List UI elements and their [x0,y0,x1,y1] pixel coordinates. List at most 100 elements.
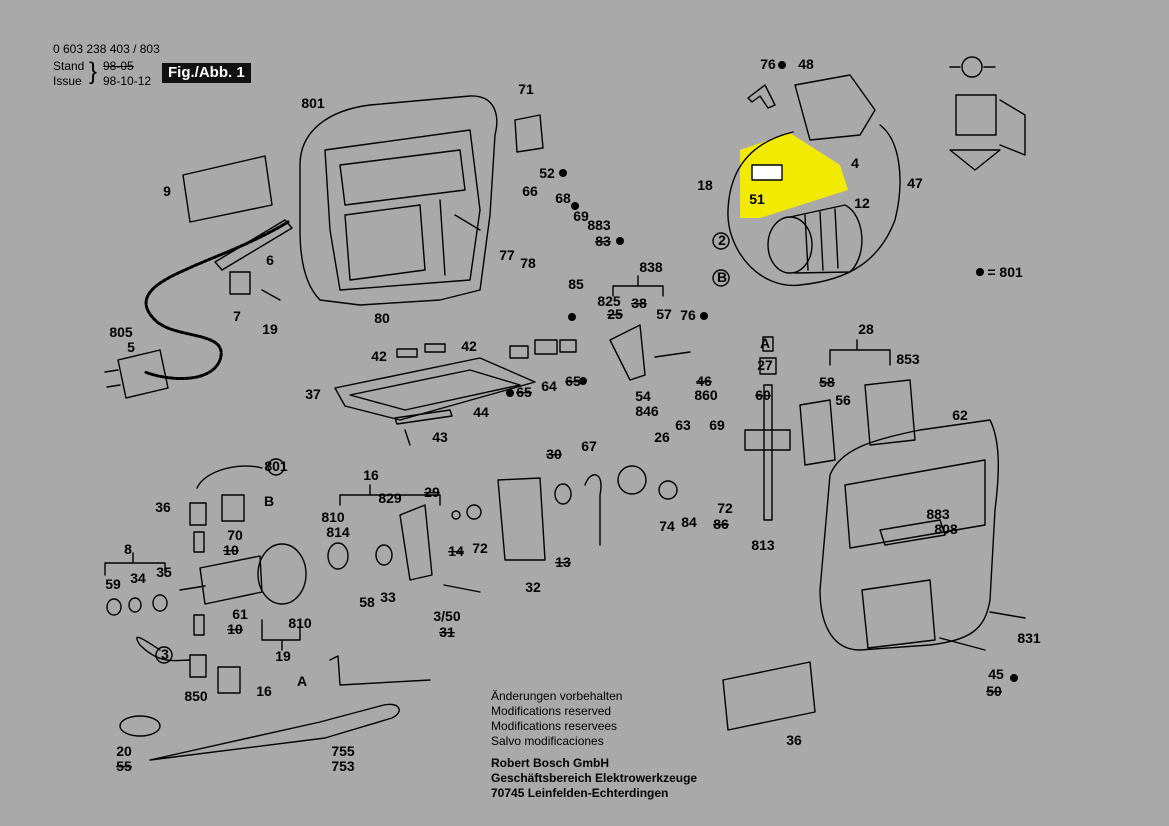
part-label: 3 [161,646,169,662]
part-label: 13 [555,554,571,570]
part-label: 10 [227,621,243,637]
part-label: 33 [380,589,396,605]
part-label: 68 [555,190,571,206]
part-label: 12 [854,195,870,211]
part-label: 801 [264,458,288,474]
part-label: 4 [851,155,859,171]
part-label: 62 [952,407,968,423]
part-label: 813 [751,537,775,553]
part-label: 3/50 [433,608,460,624]
part-label: 78 [520,255,536,271]
part-label: 77 [499,247,515,263]
part-label: 846 [635,403,659,419]
part-label: 66 [522,183,538,199]
brush-holder-16-bot [189,654,207,678]
company-line: 70745 Leinfelden-Echterdingen [491,786,669,800]
circuit-schematic [949,56,1026,171]
part-label: 25 [607,306,623,322]
part-label: 860 [694,387,718,403]
cable-clamp-7 [229,271,251,295]
part-label: 26 [654,429,670,445]
note-line: Modifications reserved [491,704,612,718]
part-label: 59 [105,576,121,592]
bracket-56 [799,399,836,466]
part-label: 5 [127,339,135,355]
part-label: 54 [635,388,651,404]
part-label: 51 [749,191,765,207]
bearing-32 [375,544,393,566]
allen-key-45 [329,655,431,686]
part-label: 38 [631,295,647,311]
legend-dot-801: ● = 801 [975,264,1023,280]
brush-cap-36-bot [217,666,241,694]
part-label: 48 [798,56,814,72]
part-label: 84 [681,514,697,530]
part-label: 2 [718,232,726,248]
part-label: 28 [858,321,874,337]
screwdriver-753 [149,703,400,761]
part-label: 63 [675,417,691,433]
switch-4 [794,74,876,141]
part-label: A [297,673,307,689]
housing-half-801 [299,95,498,306]
part-label: 57 [656,306,672,322]
part-label: 810 [288,615,312,631]
part-label: 76 [680,307,696,323]
stand-value: 98-05 [103,59,134,73]
stand-label: Stand [53,59,85,73]
part-number: 0 603 238 403 / 803 [53,42,160,56]
notes-block: Änderungen vorbehalten Modifications res… [491,689,622,749]
brush-highlight [740,133,848,218]
part-label: B [717,269,727,285]
wire-47 [727,124,901,287]
part-label: 64 [541,378,557,394]
part-label: 85 [568,276,584,292]
part-label: 7 [233,308,241,324]
part-label: 72 [472,540,488,556]
part-label: 19 [262,321,278,337]
part-label: A [760,335,770,351]
screw-31 [443,584,481,593]
bearing-33 [327,542,349,570]
company-line: Geschäftsbereich Elektrowerkzeuge [491,771,698,785]
part-label: 34 [130,570,146,586]
part-label: 6 [266,252,274,268]
part-label: 19 [275,648,291,664]
lever-25 [609,324,646,381]
part-label: 808 [934,521,958,537]
power-cable [143,220,290,380]
part-label: B [264,493,274,509]
part-label: 45 [988,666,1004,682]
part-label: 67 [581,438,597,454]
gear-846 [617,465,647,495]
part-label: 56 [835,392,851,408]
part-label: 16 [363,467,379,483]
part-label: 86 [713,516,729,532]
part-label: 8 [124,541,132,557]
part-label: 71 [518,81,534,97]
part-label: 74 [659,518,675,534]
part-label: 883 [587,217,611,233]
part-label: 58 [819,374,835,390]
part-label: 80 [374,310,390,326]
part-label: 29 [424,484,440,500]
part-label: 37 [305,386,321,402]
part-label: 20 [116,743,132,759]
screw-19-a [261,289,281,301]
guide-54 [864,379,916,446]
part-label: 76 [760,56,776,72]
part-label: 838 [639,259,663,275]
part-label: 18 [697,177,713,193]
part-label: 65 [565,373,581,389]
pad-42-b [424,343,446,353]
part-label: 58 [359,594,375,610]
pad-42-a [396,348,418,358]
bearing-84 [658,480,678,500]
motor-field-2 [767,204,863,274]
part-label: 44 [473,404,489,420]
header-brace: } [89,58,98,85]
strain-relief-6 [214,219,293,271]
part-label: 52 [539,165,555,181]
